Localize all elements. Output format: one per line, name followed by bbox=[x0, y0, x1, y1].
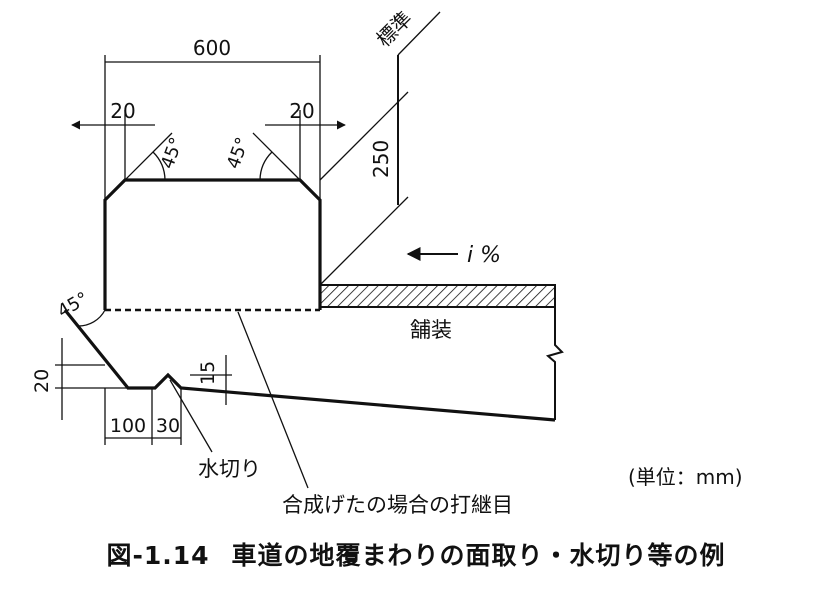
dim-15-label: 15 bbox=[197, 361, 219, 385]
unit-label: (単位：mm) bbox=[628, 465, 743, 489]
pavement-label: 舗装 bbox=[410, 318, 452, 342]
standard-leader bbox=[397, 11, 441, 56]
dim-100-label: 100 bbox=[110, 415, 146, 437]
angle-left-label: 45° bbox=[157, 135, 188, 172]
dim-250-label: 250 bbox=[369, 140, 393, 178]
figure-title: 車道の地覆まわりの面取り・水切り等の例 bbox=[231, 541, 726, 570]
figure-number: 図-1.14 bbox=[106, 541, 210, 570]
drip-leader bbox=[169, 379, 213, 453]
dim-600-label: 600 bbox=[193, 36, 231, 60]
joint-leader bbox=[237, 311, 309, 489]
angle-left-arc bbox=[152, 151, 166, 181]
angle-right-arc bbox=[259, 151, 273, 181]
figure-caption: 図-1.14 車道の地覆まわりの面取り・水切り等の例 bbox=[0, 536, 832, 572]
angle-left-leader bbox=[124, 132, 173, 181]
dim-20-left-label: 20 bbox=[110, 99, 135, 123]
slab-bottom bbox=[63, 308, 556, 422]
dim-250-slash-bottom bbox=[319, 196, 409, 286]
angle-bottom-label: 45° bbox=[54, 288, 92, 322]
angle-right-label: 45° bbox=[223, 135, 254, 172]
dim-30-label: 30 bbox=[156, 415, 180, 437]
break-line bbox=[545, 307, 564, 420]
joint-label: 合成げたの場合の打継目 bbox=[282, 493, 513, 517]
standard-label: 標準 bbox=[372, 6, 417, 51]
dim-20-right-label: 20 bbox=[289, 99, 314, 123]
dim-20-vert-label: 20 bbox=[31, 369, 53, 393]
angle-bottom-arc bbox=[77, 309, 106, 327]
angle-right-leader bbox=[252, 132, 301, 181]
curb-outline bbox=[103, 178, 322, 310]
slope-label: i % bbox=[467, 243, 501, 268]
pavement-layer bbox=[319, 284, 556, 308]
drip-label: 水切り bbox=[198, 457, 261, 481]
dim-250-slash-top bbox=[319, 91, 409, 181]
